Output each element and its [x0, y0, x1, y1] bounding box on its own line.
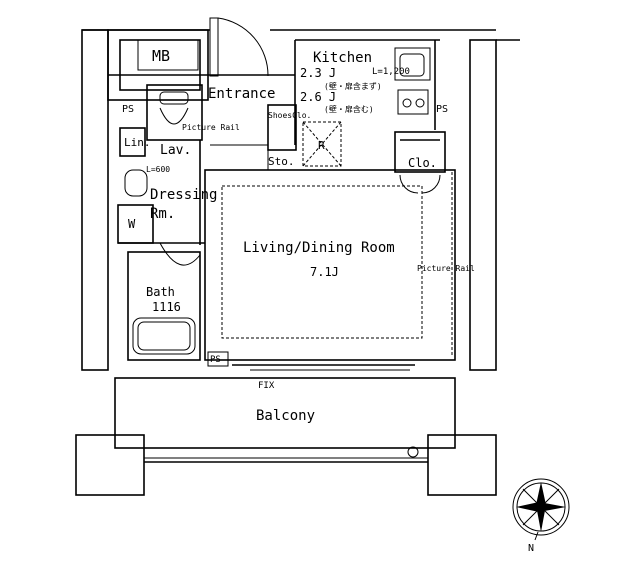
shoes-clo-label: ShoesClo.	[268, 111, 311, 120]
living-area: 7.1J	[310, 265, 339, 279]
fix-label: FIX	[258, 381, 275, 391]
entrance-door	[209, 17, 269, 77]
dressing-room	[117, 204, 205, 266]
living-window	[207, 351, 415, 371]
closet	[394, 131, 446, 194]
balcony	[75, 377, 497, 496]
refrigerator-space	[302, 121, 342, 167]
kitchen-area-2-note: (壁・扉含む)	[324, 104, 374, 114]
picture-rail-right: Picture Rail	[417, 264, 475, 273]
rm-label: Rm.	[150, 206, 175, 222]
dressing-label: Dressing	[150, 187, 217, 203]
kitchen-area-1-note: (壁・扉含まず)	[324, 81, 382, 91]
bathroom	[127, 251, 201, 361]
mb-box	[137, 39, 199, 71]
washer-label: W	[128, 217, 136, 231]
kitchen-length: L=1,200	[372, 67, 410, 77]
compass-n-label: N	[528, 543, 534, 554]
compass-icon	[512, 478, 570, 541]
kitchen-label: Kitchen	[313, 50, 372, 66]
entrance-label: Entrance	[208, 86, 275, 102]
picture-rail-top: Picture Rail	[182, 123, 240, 132]
sto-label: Sto.	[268, 155, 295, 168]
lin-label: Lin.	[124, 136, 151, 149]
lav-label: Lav.	[160, 143, 191, 158]
kitchen-area-1: 2.3 J	[300, 66, 336, 80]
lav-length: L=600	[146, 165, 170, 174]
bath-size: 1116	[152, 300, 181, 314]
kitchen-area-2: 2.6 J	[300, 90, 336, 104]
balcony-label: Balcony	[256, 408, 315, 424]
kitchen-area	[394, 47, 431, 115]
outer-walls	[81, 29, 520, 371]
refrigerator-label: R	[318, 139, 325, 152]
ps-right: PS	[436, 104, 448, 115]
mb-label: MB	[152, 47, 170, 65]
bath-label: Bath	[146, 285, 175, 299]
lav-area	[119, 84, 203, 245]
clo-label: Clo.	[408, 156, 437, 170]
ps-bottom: PS	[210, 355, 221, 365]
living-label: Living/Dining Room	[243, 240, 395, 256]
ps-left: PS	[122, 104, 134, 115]
